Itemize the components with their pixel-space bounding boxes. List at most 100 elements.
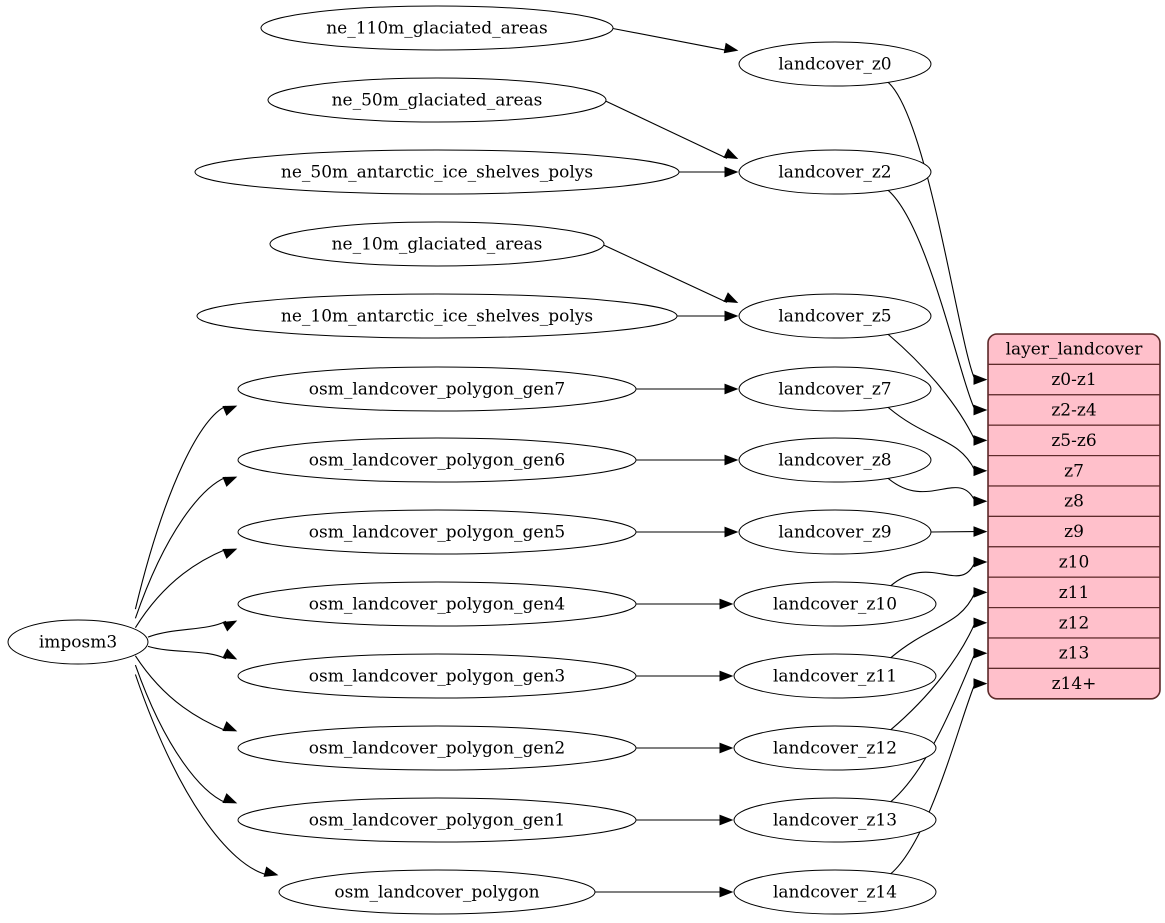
node-label: ne_50m_antarctic_ice_shelves_polys (281, 163, 593, 183)
node-landcover_z0[interactable]: landcover_z0 (738, 41, 932, 87)
table-row[interactable]: z9 (988, 515, 1160, 548)
node-ellipse (269, 221, 605, 267)
node-ellipse (260, 5, 614, 51)
node-ellipse (237, 725, 637, 771)
node-landcover_z7[interactable]: landcover_z7 (738, 366, 932, 412)
node-osm_landcover_polygon_gen2[interactable]: osm_landcover_polygon_gen2 (237, 725, 637, 771)
edge (134, 548, 238, 628)
edge-arrowhead (724, 310, 739, 322)
node-label: imposm3 (39, 633, 117, 653)
edge-arrowhead (723, 292, 739, 303)
layer-landcover-table: layer_landcoverz0-z1z2-z4z5-z6z7z8z9z10z… (987, 333, 1161, 700)
table-row[interactable]: z0-z1 (988, 363, 1160, 396)
edge-arrowhead (973, 435, 988, 446)
edge (134, 655, 238, 732)
node-landcover_z12[interactable]: landcover_z12 (733, 725, 937, 771)
table-row-label: z12 (1059, 613, 1090, 633)
edge (890, 587, 988, 659)
edge (887, 406, 988, 477)
edge-arrowhead (724, 166, 739, 178)
node-label: osm_landcover_polygon_gen2 (309, 739, 565, 759)
node-label: landcover_z14 (773, 883, 897, 903)
edge (134, 405, 238, 610)
node-landcover_z11[interactable]: landcover_z11 (733, 653, 937, 699)
edge (134, 674, 279, 877)
edge (636, 670, 734, 682)
edge-arrowhead (222, 476, 238, 487)
node-ellipse (7, 619, 149, 665)
node-ellipse (738, 509, 932, 555)
table-row[interactable]: z12 (988, 606, 1160, 639)
edge-arrowhead (973, 587, 988, 598)
nodes-layer: imposm3 ne_110m_glaciated_areas ne_50m_gla… (7, 5, 937, 915)
edge-arrowhead (973, 465, 988, 477)
edge-arrowhead (222, 721, 238, 732)
node-landcover_z9[interactable]: landcover_z9 (738, 509, 932, 555)
edge-arrowhead (723, 148, 739, 159)
node-osm_landcover_polygon_gen1[interactable]: osm_landcover_polygon_gen1 (237, 797, 637, 843)
node-ne_10m_antarctic_ice_shelves_polys[interactable]: ne_10m_antarctic_ice_shelves_polys (196, 293, 678, 339)
table-row[interactable]: z13 (988, 637, 1160, 669)
node-ellipse (237, 366, 637, 412)
table-row[interactable]: z8 (988, 485, 1160, 517)
node-osm_landcover_polygon_gen3[interactable]: osm_landcover_polygon_gen3 (237, 653, 637, 699)
node-label: landcover_z5 (778, 307, 891, 327)
edge (930, 526, 988, 537)
edge (636, 383, 739, 395)
node-osm_landcover_polygon_gen7[interactable]: osm_landcover_polygon_gen7 (237, 366, 637, 412)
table-row[interactable]: z10 (988, 546, 1160, 578)
edge-arrowhead (973, 647, 988, 659)
node-ellipse (733, 653, 937, 699)
table-row[interactable]: z14+ (988, 667, 1160, 699)
node-ne_110m_glaciated_areas[interactable]: ne_110m_glaciated_areas (260, 5, 614, 51)
node-imposm3[interactable]: imposm3 (7, 619, 149, 665)
edges-layer (134, 27, 988, 898)
node-label: landcover_z12 (773, 739, 897, 759)
node-ellipse (738, 149, 932, 195)
node-ellipse (738, 366, 932, 412)
edge (887, 333, 988, 446)
node-landcover_z13[interactable]: landcover_z13 (733, 797, 937, 843)
node-ellipse (267, 77, 607, 123)
node-label: osm_landcover_polygon_gen3 (309, 667, 565, 687)
node-ellipse (733, 581, 937, 627)
node-landcover_z14[interactable]: landcover_z14 (733, 869, 937, 915)
table-row[interactable]: z2-z4 (988, 394, 1160, 426)
table-row[interactable]: z5-z6 (988, 424, 1160, 457)
node-ne_50m_antarctic_ice_shelves_polys[interactable]: ne_50m_antarctic_ice_shelves_polys (194, 149, 680, 195)
edge (887, 477, 988, 507)
edge-arrowhead (724, 383, 739, 395)
edge-arrowhead (222, 620, 238, 632)
table-outline (987, 333, 1161, 700)
node-landcover_z2[interactable]: landcover_z2 (738, 149, 932, 195)
node-osm_landcover_polygon_gen6[interactable]: osm_landcover_polygon_gen6 (237, 437, 637, 483)
edge-arrowhead (719, 598, 734, 610)
node-label: osm_landcover_polygon_gen5 (309, 523, 565, 543)
node-landcover_z8[interactable]: landcover_z8 (738, 437, 932, 483)
edge-arrowhead (973, 404, 988, 416)
edge (636, 598, 734, 610)
node-osm_landcover_polygon[interactable]: osm_landcover_polygon (278, 869, 596, 915)
edge (612, 27, 739, 54)
table-row[interactable]: z11 (988, 576, 1160, 609)
edge-arrowhead (724, 454, 739, 466)
edge-arrowhead (719, 886, 734, 898)
table-row[interactable]: z7 (988, 455, 1160, 487)
edge-arrowhead (973, 617, 988, 629)
table-row-label: z7 (1064, 461, 1084, 481)
node-osm_landcover_polygon_gen4[interactable]: osm_landcover_polygon_gen4 (237, 581, 637, 627)
node-ellipse (738, 293, 932, 339)
node-ne_50m_glaciated_areas[interactable]: ne_50m_glaciated_areas (267, 77, 607, 123)
node-osm_landcover_polygon_gen5[interactable]: osm_landcover_polygon_gen5 (237, 509, 637, 555)
node-landcover_z10[interactable]: landcover_z10 (733, 581, 937, 627)
node-ellipse (237, 653, 637, 699)
node-label: osm_landcover_polygon_gen7 (309, 380, 565, 400)
edge-arrowhead (724, 526, 739, 538)
edge-arrowhead (222, 405, 238, 416)
node-label: landcover_z8 (778, 451, 891, 471)
node-label: landcover_z10 (773, 595, 897, 615)
node-landcover_z5[interactable]: landcover_z5 (738, 293, 932, 339)
table-row-label: z10 (1059, 553, 1090, 573)
node-ne_10m_glaciated_areas[interactable]: ne_10m_glaciated_areas (269, 221, 605, 267)
